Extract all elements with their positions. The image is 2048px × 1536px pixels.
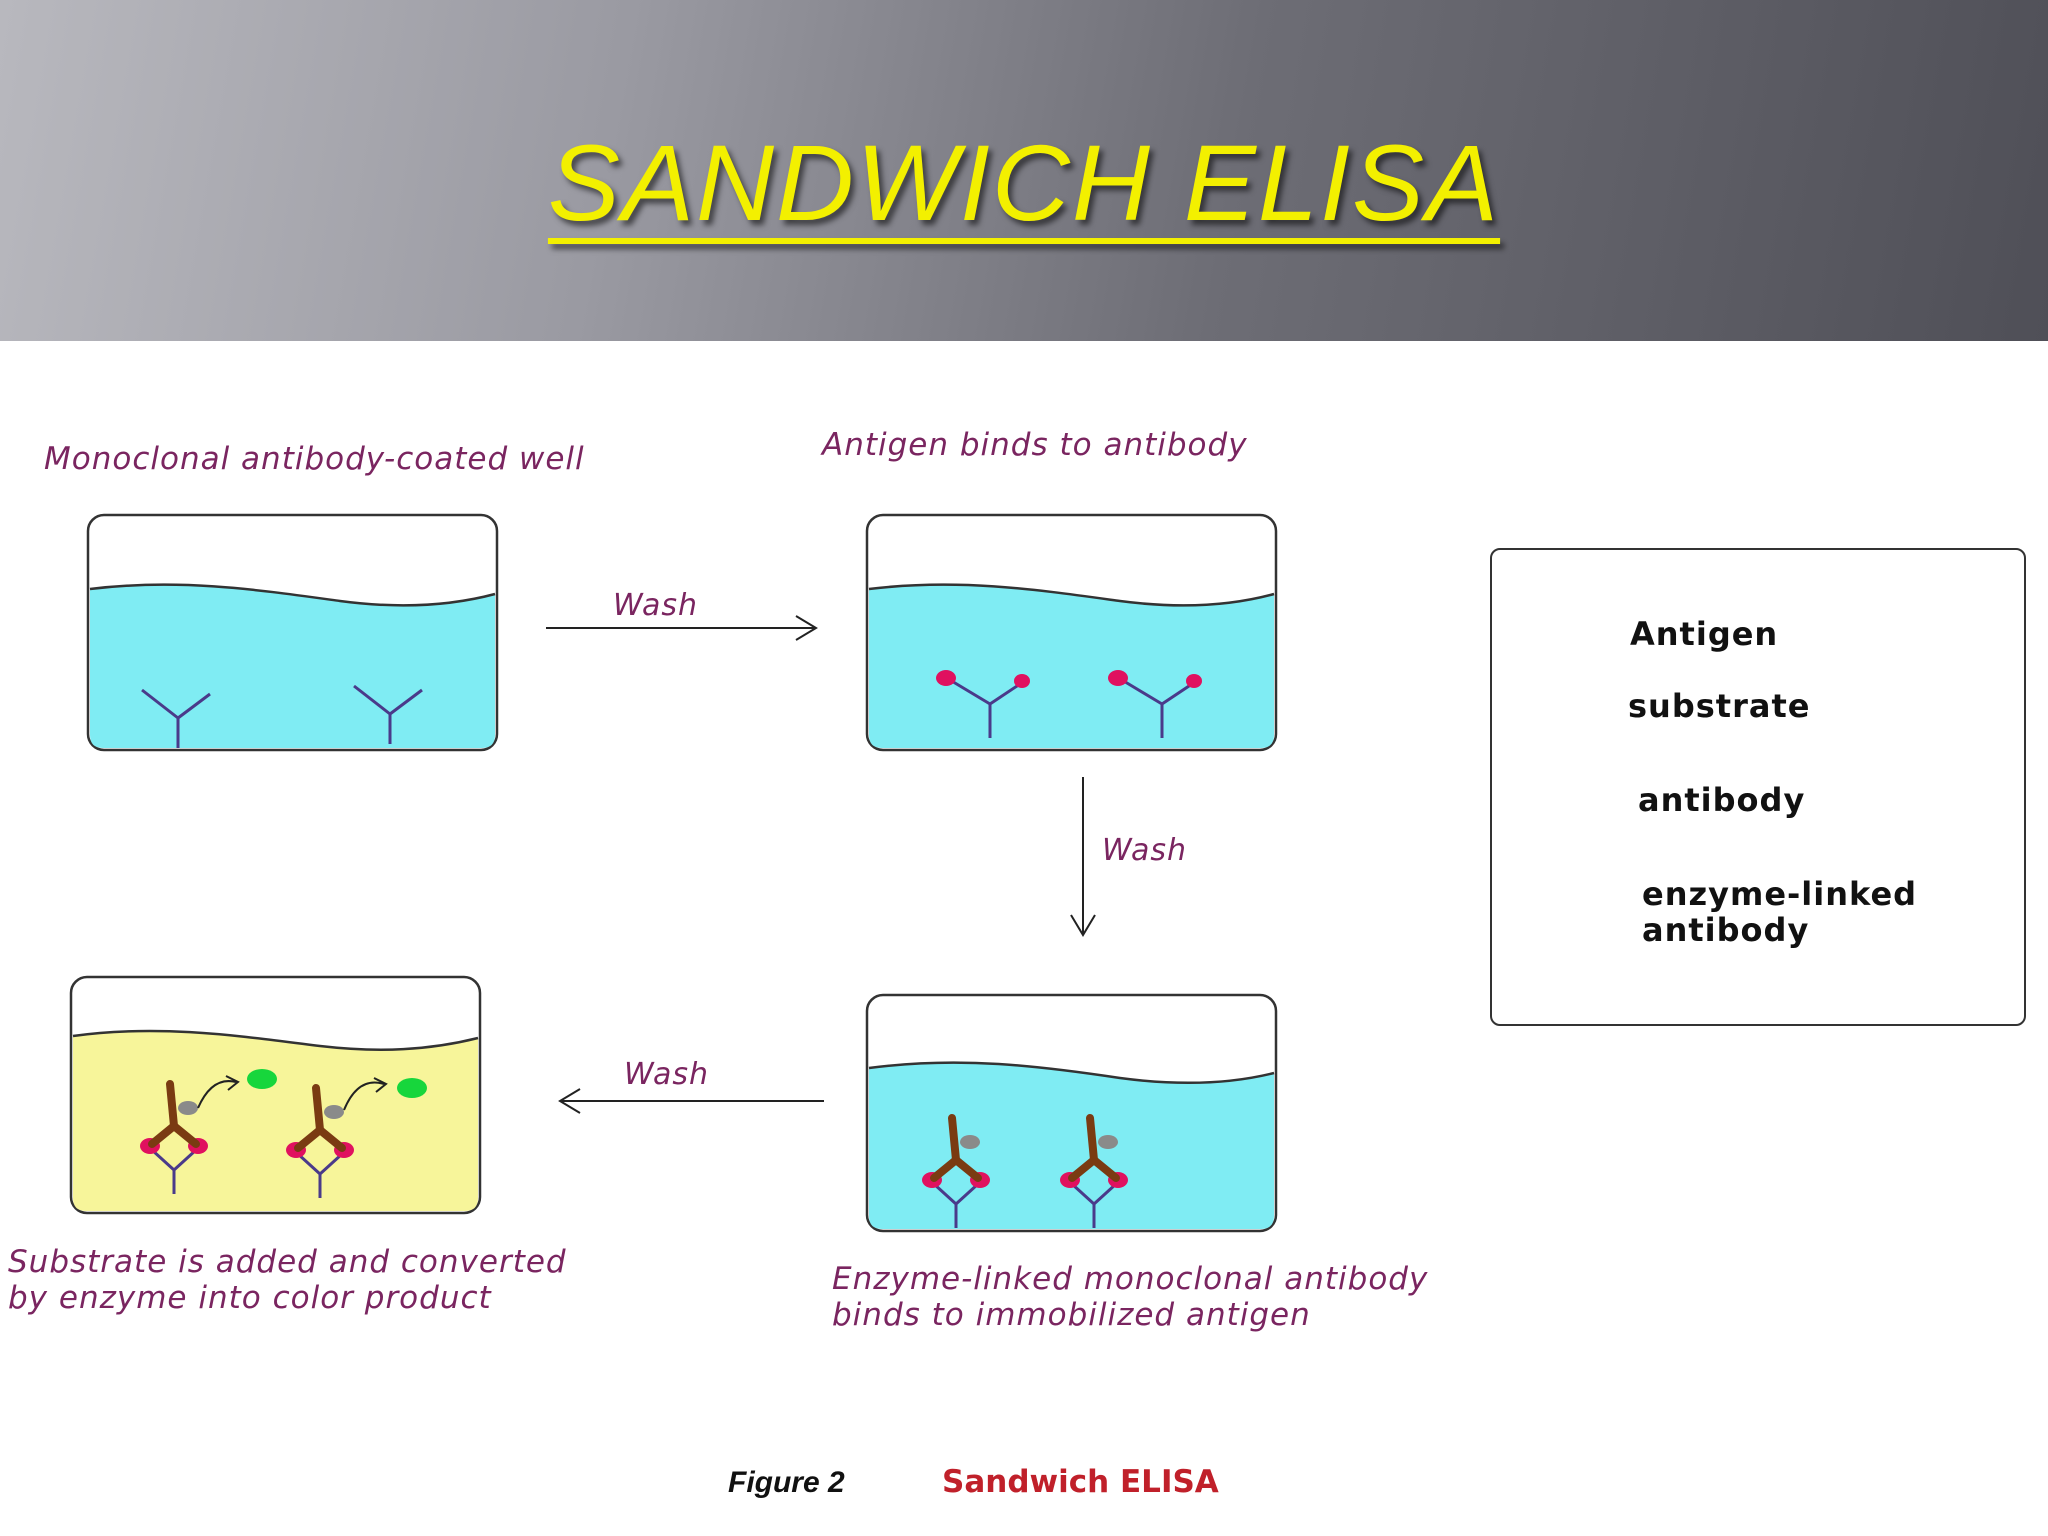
legend-enzyme-linked-antibody-label: enzyme-linked antibody <box>1642 876 1917 948</box>
slide-title: SANDWICH ELISA <box>547 122 1501 243</box>
legend-antigen-label: Antigen <box>1630 615 1779 653</box>
caption-step-4-line-1: Substrate is added and converted <box>8 1244 567 1280</box>
legend: Antigen substrate antibody enzyme-linked… <box>1490 548 2026 1026</box>
slide-header: SANDWICH ELISA <box>0 0 2048 341</box>
wash-label-1: Wash <box>613 588 699 623</box>
figure-number: Figure 2 <box>728 1466 845 1499</box>
caption-step-3-line-1: Enzyme-linked monoclonal antibody <box>832 1261 1429 1297</box>
well-2 <box>865 513 1278 752</box>
wash-label-2: Wash <box>1102 833 1188 868</box>
legend-substrate-label: substrate <box>1628 687 1811 725</box>
caption-step-4-line-2: by enzyme into color product <box>8 1280 492 1316</box>
legend-enzyme-line-2: antibody <box>1642 911 1810 949</box>
caption-step-1: Monoclonal antibody-coated well <box>44 441 585 477</box>
caption-step-4: Substrate is added and converted by enzy… <box>8 1244 567 1316</box>
legend-antibody-label: antibody <box>1638 781 1806 819</box>
arrow-wash-1 <box>546 615 818 641</box>
arrow-wash-3 <box>558 1088 824 1114</box>
caption-step-3: Enzyme-linked monoclonal antibody binds … <box>832 1261 1428 1333</box>
wash-label-3: Wash <box>624 1057 710 1092</box>
colored-product <box>397 1078 427 1098</box>
figure-title: Sandwich ELISA <box>942 1464 1219 1500</box>
legend-enzyme-line-1: enzyme-linked <box>1642 875 1918 913</box>
well-3 <box>865 993 1278 1233</box>
caption-step-3-line-2: binds to immobilized antigen <box>832 1297 1311 1333</box>
colored-product <box>247 1069 277 1089</box>
well-1 <box>86 513 499 752</box>
arrow-wash-2 <box>1070 777 1096 937</box>
well-4 <box>69 975 482 1215</box>
caption-step-2: Antigen binds to antibody <box>822 427 1248 463</box>
